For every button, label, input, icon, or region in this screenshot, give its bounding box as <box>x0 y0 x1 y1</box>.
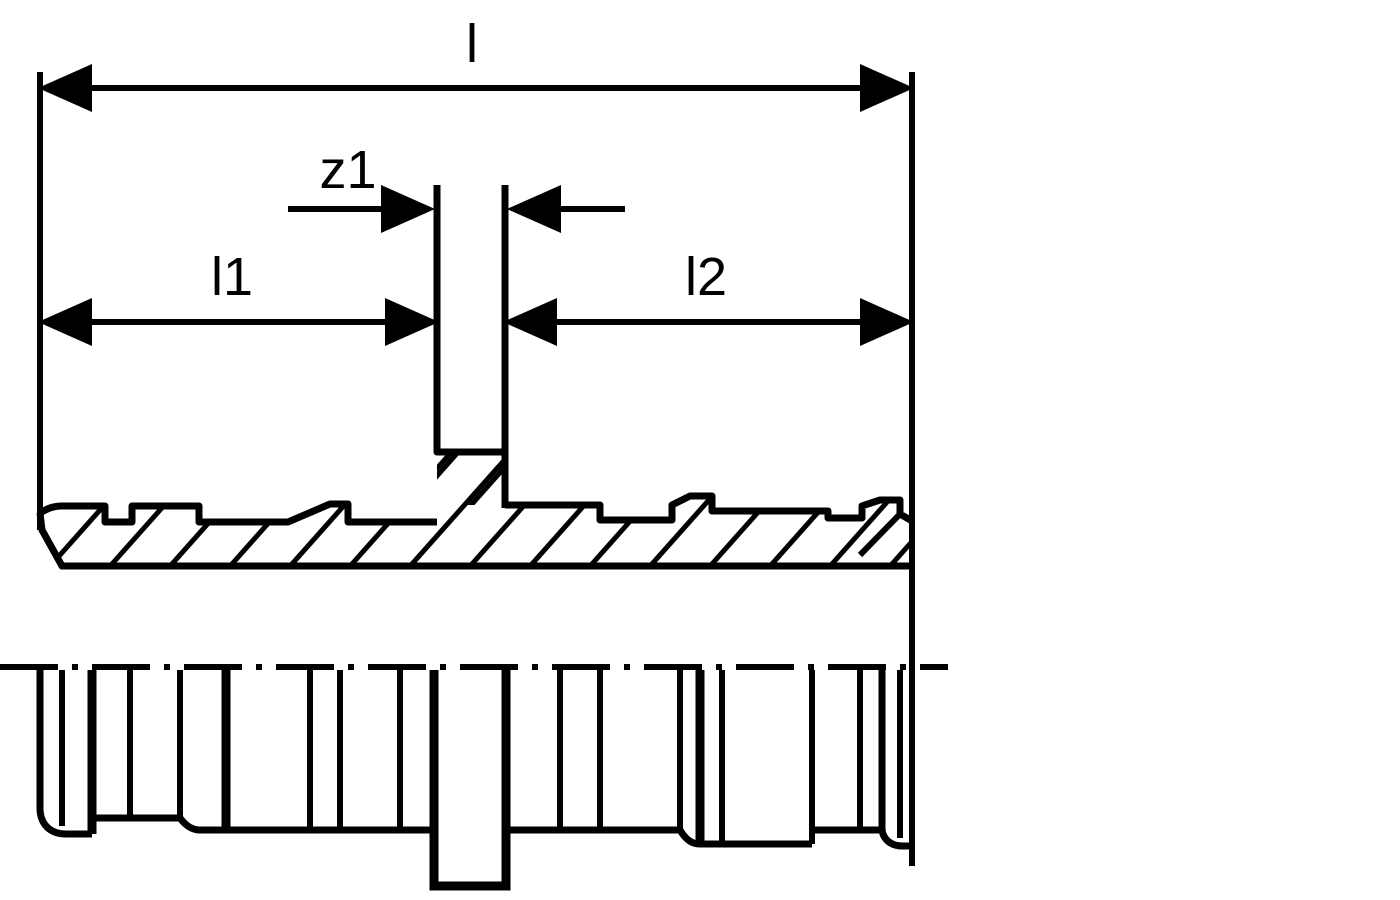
dimension-l1-label: l1 <box>211 247 253 307</box>
section-right-chamfer <box>857 511 903 558</box>
dimension-l: l <box>38 14 914 112</box>
dimension-z1-arrow-right <box>507 185 561 233</box>
external-view <box>36 670 912 891</box>
dimension-l1-arrow-left <box>38 298 92 346</box>
dimension-z1: z1 <box>288 140 625 233</box>
dimension-z1-label: z1 <box>319 140 376 200</box>
dimension-l-arrow-left <box>38 64 92 112</box>
dimension-l-label: l <box>466 14 478 74</box>
ext-shelf-2 <box>177 815 226 834</box>
section-outline-bottom <box>36 512 912 570</box>
section-outline-right-top <box>505 492 914 525</box>
dimension-l1-arrow-right <box>385 298 439 346</box>
ext-right-end <box>878 670 912 850</box>
dimension-l-arrow-right <box>860 64 914 112</box>
dimension-l2-arrow-left <box>503 298 557 346</box>
dimension-l2: l2 <box>503 247 914 346</box>
dimension-l2-label: l2 <box>685 247 727 307</box>
dimension-l2-arrow-right <box>860 298 914 346</box>
ext-branch-stub <box>429 670 511 891</box>
dimension-z1-arrow-left <box>381 185 435 233</box>
dimension-l1: l1 <box>38 247 439 346</box>
section-outline-left-top <box>38 500 437 526</box>
ext-left-end <box>36 670 92 838</box>
